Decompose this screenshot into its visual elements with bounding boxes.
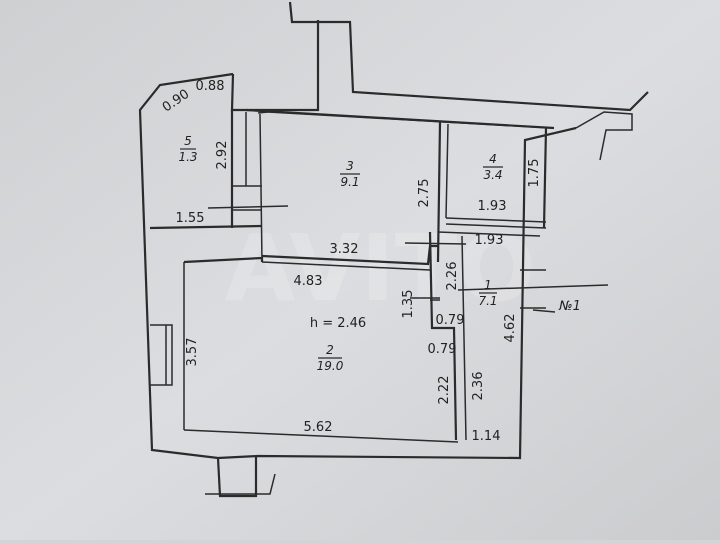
dim-1-93-bottom: 1.93 <box>475 233 504 248</box>
bottom-stair-line <box>205 473 276 495</box>
room-4-label: 4 3.4 <box>483 152 503 182</box>
dim-4-83: 4.83 <box>294 274 323 289</box>
top-shaft-wall <box>288 1 649 112</box>
room-4-number: 4 <box>489 152 497 166</box>
right-stub <box>575 111 633 161</box>
dim-1-35: 1.35 <box>401 290 416 319</box>
room-3-label: 3 9.1 <box>340 159 360 189</box>
dim-2-36: 2.36 <box>471 372 486 401</box>
wall-4-bottom <box>445 217 547 223</box>
dim-0-88: 0.88 <box>196 79 225 94</box>
entrance-leader <box>532 309 556 313</box>
room-2-area: 19.0 <box>317 359 344 373</box>
room-1-label: 1 7.1 <box>478 278 497 308</box>
room-2-number: 2 <box>326 343 334 357</box>
room-labels: 5 1.3 3 9.1 4 3.4 1 7.1 2 19.0 h = 2.46 <box>178 134 503 373</box>
room-3-area: 9.1 <box>340 175 359 189</box>
dim-0-79-lower: 0.79 <box>428 342 457 357</box>
room-5-label: 5 1.3 <box>178 134 197 164</box>
corridor-left <box>428 231 458 441</box>
wall-4-right <box>542 127 548 229</box>
corridor-top <box>437 231 541 237</box>
dim-2-22: 2.22 <box>437 376 452 405</box>
interior-walls <box>149 110 609 443</box>
dimension-labels: 0.90 0.88 2.92 1.55 2.75 1.75 1.93 1.93 … <box>160 79 581 444</box>
dim-2-75: 2.75 <box>417 179 432 208</box>
room-1-area: 7.1 <box>478 294 497 308</box>
ceiling-height: h = 2.46 <box>310 316 366 331</box>
dim-1-14: 1.14 <box>472 429 501 444</box>
dim-1-75: 1.75 <box>527 159 542 188</box>
room-4-area: 3.4 <box>483 168 502 182</box>
dim-3-57: 3.57 <box>185 338 200 367</box>
room-3-number: 3 <box>346 159 354 173</box>
wall-5-bottom <box>149 224 263 230</box>
dim-3-32: 3.32 <box>330 242 359 257</box>
room-2-label: 2 19.0 <box>317 343 344 373</box>
room-5-area: 1.3 <box>178 150 197 164</box>
wall-3-4 <box>436 121 442 263</box>
room-5-number: 5 <box>184 134 192 148</box>
entrance-axis <box>457 284 609 291</box>
dim-2-26: 2.26 <box>445 262 460 291</box>
dim-5-62: 5.62 <box>304 420 333 435</box>
wall-3-2 <box>261 244 438 266</box>
bottom-stair-wall <box>216 456 258 498</box>
wall-3-2-inner <box>261 261 431 271</box>
wall-4-bottom-2 <box>445 223 547 229</box>
wall-3-4-inner <box>445 123 449 219</box>
dim-0-79-upper: 0.79 <box>436 313 465 328</box>
top-shaft-wall-inner <box>230 20 320 112</box>
upper-wall-inner <box>257 111 553 129</box>
outer-walls <box>138 1 649 498</box>
left-window <box>150 324 173 386</box>
room2-outline <box>183 256 264 264</box>
watermark-text: AVITO <box>224 215 535 322</box>
dim-2-92: 2.92 <box>215 141 230 170</box>
room2-bottom <box>183 429 459 443</box>
corridor-inner <box>461 235 467 441</box>
dim-4-62: 4.62 <box>503 314 518 343</box>
dim-leader-193 <box>404 242 467 245</box>
dim-leader-155 <box>207 205 289 209</box>
dim-1-55: 1.55 <box>176 211 205 226</box>
wall-3-left <box>259 113 263 263</box>
dim-1-93-top: 1.93 <box>478 199 507 214</box>
entrance-label: №1 <box>558 299 581 314</box>
room-1-number: 1 <box>484 278 492 292</box>
